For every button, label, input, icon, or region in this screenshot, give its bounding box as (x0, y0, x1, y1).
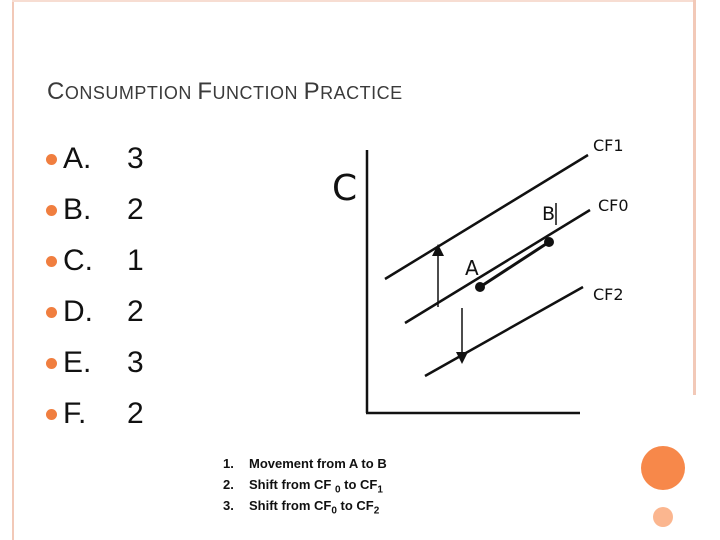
decorative-dot (653, 507, 673, 527)
explanation-text: Shift from CF0 to CF2 (249, 498, 380, 517)
point-a (475, 282, 485, 292)
bullet-icon (46, 205, 57, 216)
slide-frame-right (693, 0, 696, 395)
label-point-b: B (542, 203, 555, 225)
consumption-function-diagram: C A B CF1 CF0 CF2 (332, 136, 629, 415)
explanation-text: Shift from CF 0 to CF1 (249, 477, 383, 496)
point-b (544, 237, 554, 247)
explanation-list: 1. Movement from A to B 2. Shift from CF… (223, 456, 387, 519)
bullet-icon (46, 358, 57, 369)
label-cf0: CF0 (598, 196, 629, 215)
answer-item: A.3 (46, 133, 144, 184)
bullet-icon (46, 256, 57, 267)
answer-list: A.3 B.2 C.1 D.2 E.3 F.2 (46, 133, 144, 439)
slide-title: CONSUMPTION FUNCTION PRACTICE (47, 78, 403, 105)
label-cf1: CF1 (593, 136, 624, 155)
answer-item: E.3 (46, 337, 144, 388)
bullet-icon (46, 307, 57, 318)
slide-frame-left (12, 0, 14, 540)
answer-item: F.2 (46, 388, 144, 439)
answer-item: C.1 (46, 235, 144, 286)
explanation-text: Movement from A to B (249, 456, 387, 471)
decorative-circle (641, 446, 685, 490)
explanation-item: 1. Movement from A to B (223, 456, 387, 477)
answer-item: B.2 (46, 184, 144, 235)
answer-item: D.2 (46, 286, 144, 337)
label-point-a: A (465, 256, 479, 280)
explanation-item: 3. Shift from CF0 to CF2 (223, 498, 387, 519)
curve-cf2 (424, 285, 584, 378)
axis-label-c: C (332, 168, 357, 209)
curve-cf0 (404, 208, 591, 325)
curve-cf1 (384, 153, 589, 281)
bullet-icon (46, 154, 57, 165)
explanation-item: 2. Shift from CF 0 to CF1 (223, 477, 387, 498)
label-cf2: CF2 (593, 285, 624, 304)
slide-frame-top (12, 0, 696, 2)
bullet-icon (46, 409, 57, 420)
movement-a-to-b (479, 240, 550, 289)
